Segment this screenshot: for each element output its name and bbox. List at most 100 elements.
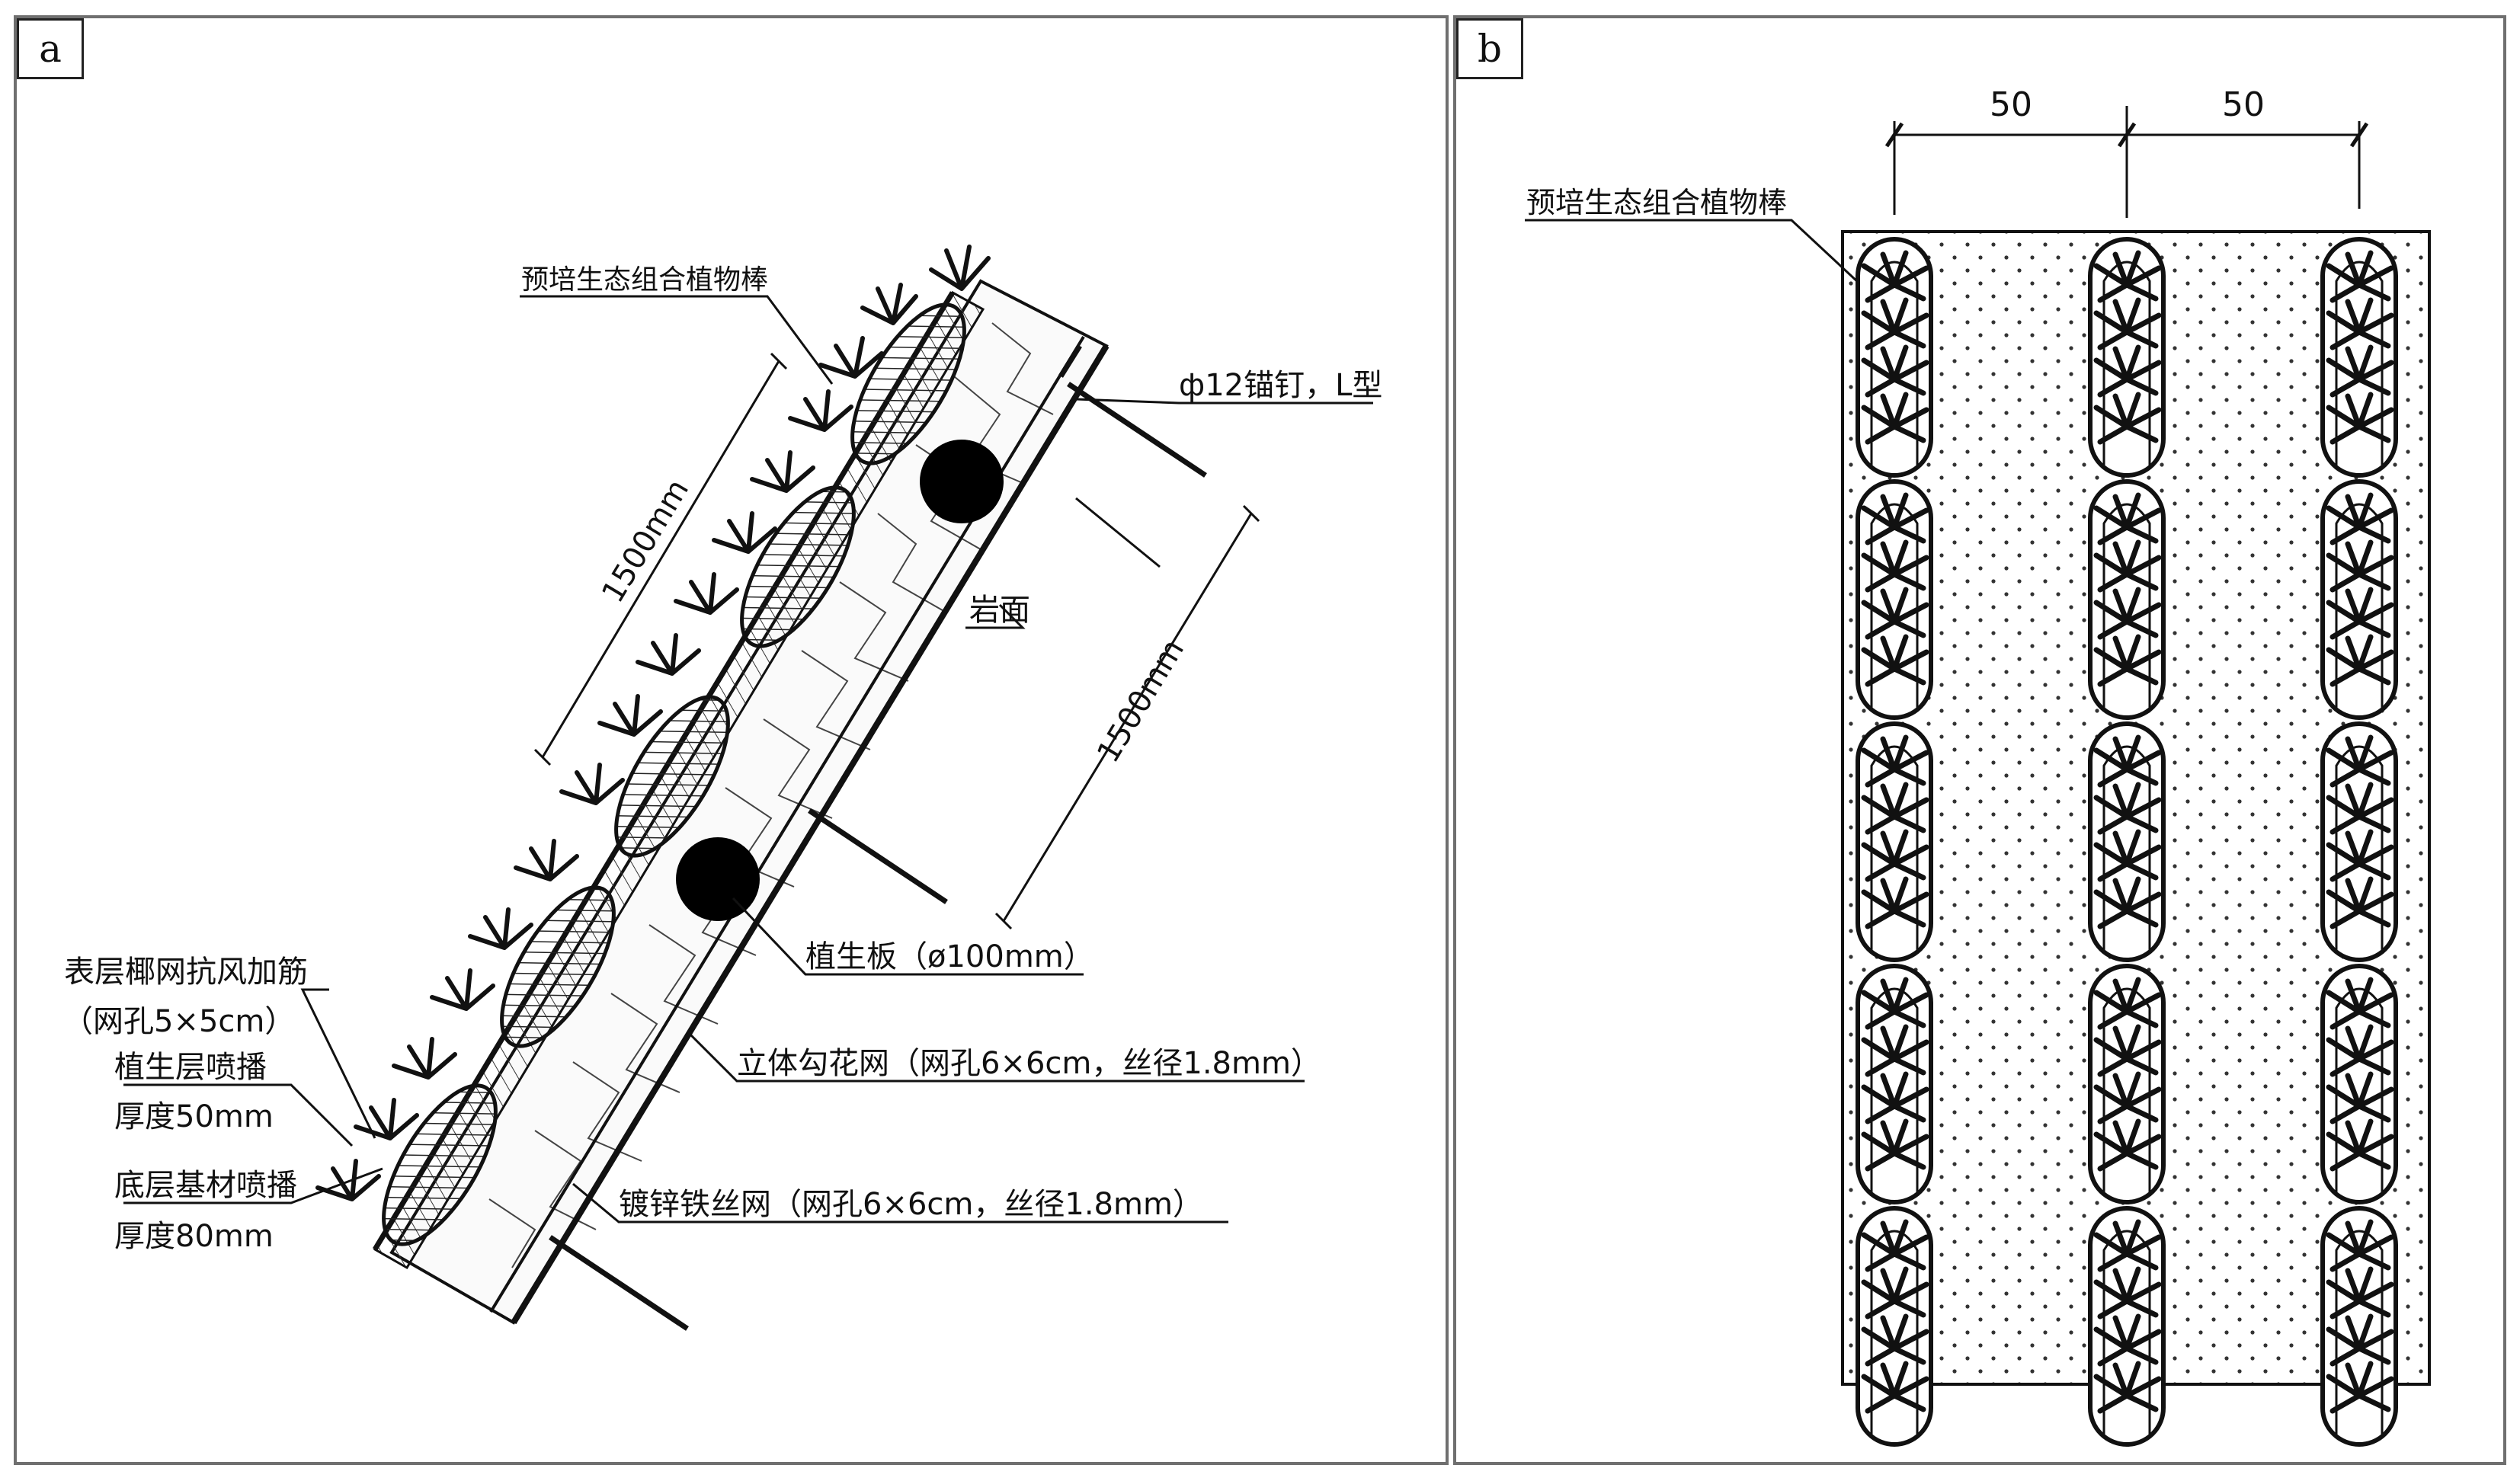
plant-tuft: [2326, 782, 2394, 835]
plant-tuft: [2326, 492, 2394, 545]
label-veg-layer-2: 厚度50mm: [114, 1099, 274, 1134]
plant-tuft: [1861, 1071, 1929, 1124]
plant-tuft: [2326, 297, 2394, 350]
plant-tuft: [2093, 1219, 2162, 1272]
plant-tuft: [2326, 1118, 2394, 1172]
label-dim-1: 50: [1990, 85, 2032, 124]
plant-tufts: [315, 245, 991, 1201]
plant-tuft: [1861, 829, 1929, 882]
plant-tuft: [1861, 392, 1929, 445]
anchor-nail: [549, 1235, 689, 1331]
plant-tuft: [2326, 1361, 2394, 1414]
plant-tuft: [2093, 1266, 2162, 1319]
plant-tuft: [2326, 539, 2394, 593]
label-veg-layer-1: 植生层喷播: [114, 1050, 267, 1085]
plant-tuft: [2093, 492, 2162, 545]
plant-tuft: [2093, 1024, 2162, 1077]
plant-tuft: [2093, 634, 2162, 687]
plant-board: [676, 837, 760, 921]
base-layer-band: [389, 279, 1109, 1325]
plant-rod: [382, 1083, 498, 1246]
plant-tuft: [1861, 1024, 1929, 1077]
plant-tuft: [1861, 250, 1929, 303]
panel-a: a: [14, 15, 1449, 1465]
rod-arch: [2335, 987, 2384, 1193]
plant-tuft: [2326, 829, 2394, 882]
plant-tuft: [2326, 344, 2394, 398]
label-coir-mesh-1: 表层椰网抗风加筋: [64, 955, 308, 990]
plant-tuft: [1861, 1313, 1929, 1367]
rod-arch: [1870, 261, 1919, 466]
plant-tuft: [2093, 539, 2162, 593]
galv-mesh-line: [511, 344, 1110, 1325]
plant-tuft: [1861, 1219, 1929, 1272]
plant-tuft: [2093, 344, 2162, 398]
panel-b: b 50 50 预培生态组合植物棒: [1453, 15, 2506, 1465]
plant-tuft: [2093, 297, 2162, 350]
plant-tuft: [2326, 587, 2394, 640]
leader-plant-rod: [1525, 219, 1883, 305]
plant-tuft: [1861, 587, 1929, 640]
plant-tuft: [2093, 392, 2162, 445]
plant-tuft: [1861, 539, 1929, 593]
plant-tuft: [2326, 634, 2394, 687]
anchor-nail: [808, 808, 948, 904]
plant-rods: [382, 302, 966, 1246]
label-plant-board: 植生板（ø100mm）: [805, 939, 1094, 974]
plant-tuft: [2093, 1071, 2162, 1124]
plant-board: [920, 440, 1004, 523]
plant-tuft: [2326, 1024, 2394, 1077]
plant-tuft: [1861, 297, 1929, 350]
plant-rod: [740, 485, 856, 648]
plant-tuft: [2326, 1313, 2394, 1367]
rod-arch: [2102, 503, 2151, 709]
plant-tuft: [2326, 392, 2394, 445]
rod-arch: [2335, 503, 2384, 709]
label-mesh-3d: 立体勾花网（网孔6×6cm，丝径1.8mm）: [737, 1046, 1321, 1081]
stone-texture: [488, 322, 1054, 1268]
label-dim-along: 1500mm: [595, 473, 696, 609]
plant-tuft: [2093, 250, 2162, 303]
plant-tuft: [1861, 344, 1929, 398]
plant-rod: [850, 302, 966, 465]
plant-tuft: [1861, 492, 1929, 545]
rod-arch: [1870, 987, 1919, 1193]
plant-tuft: [2326, 876, 2394, 929]
plant-tuft: [1861, 734, 1929, 788]
rod-arch: [2102, 1230, 2151, 1435]
label-base-layer-2: 厚度80mm: [114, 1219, 274, 1254]
plant-tuft: [2326, 734, 2394, 788]
dim-along-slope: [533, 352, 788, 766]
panel-label-b: b: [1456, 18, 1523, 79]
plant-tuft: [2093, 977, 2162, 1030]
plan-view-diagram: 50 50 预培生态组合植物棒: [1525, 85, 2431, 1447]
label-dim-2: 50: [2222, 85, 2265, 124]
plant-tuft: [2093, 734, 2162, 788]
plant-tuft: [2093, 1361, 2162, 1414]
plant-tuft: [2326, 1266, 2394, 1319]
rod-arch: [2335, 1230, 2384, 1435]
plant-tuft: [1861, 876, 1929, 929]
plant-tuft: [2326, 1071, 2394, 1124]
panel-label-a: a: [17, 18, 84, 79]
rod-arch: [2102, 261, 2151, 466]
label-anchor: ф12锚钉，L型: [1179, 368, 1382, 403]
rod-arch: [2102, 745, 2151, 951]
leader-lines: [123, 295, 1373, 1224]
plant-tuft: [2326, 977, 2394, 1030]
rod-arch: [1870, 745, 1919, 951]
label-coir-mesh-2: （网孔5×5cm）: [62, 1004, 295, 1039]
rod-arch: [2102, 987, 2151, 1193]
plant-tuft: [1861, 977, 1929, 1030]
plant-tuft: [2093, 829, 2162, 882]
slope-section-diagram: 1500mm 1500mm 预培生态组合植物棒 ф12锚钉，L型 岩面 植生板（…: [62, 245, 1382, 1331]
plant-tuft: [1861, 1118, 1929, 1172]
plant-tuft: [2326, 1219, 2394, 1272]
plant-rod: [614, 695, 730, 858]
label-dim-anchor: 1500mm: [1090, 633, 1191, 769]
rod-arch: [2335, 745, 2384, 951]
label-plant-rod-b: 预培生态组合植物棒: [1526, 186, 1787, 219]
plant-tuft: [2093, 782, 2162, 835]
dim-top: [1884, 106, 2369, 218]
plant-rod: [500, 885, 616, 1048]
